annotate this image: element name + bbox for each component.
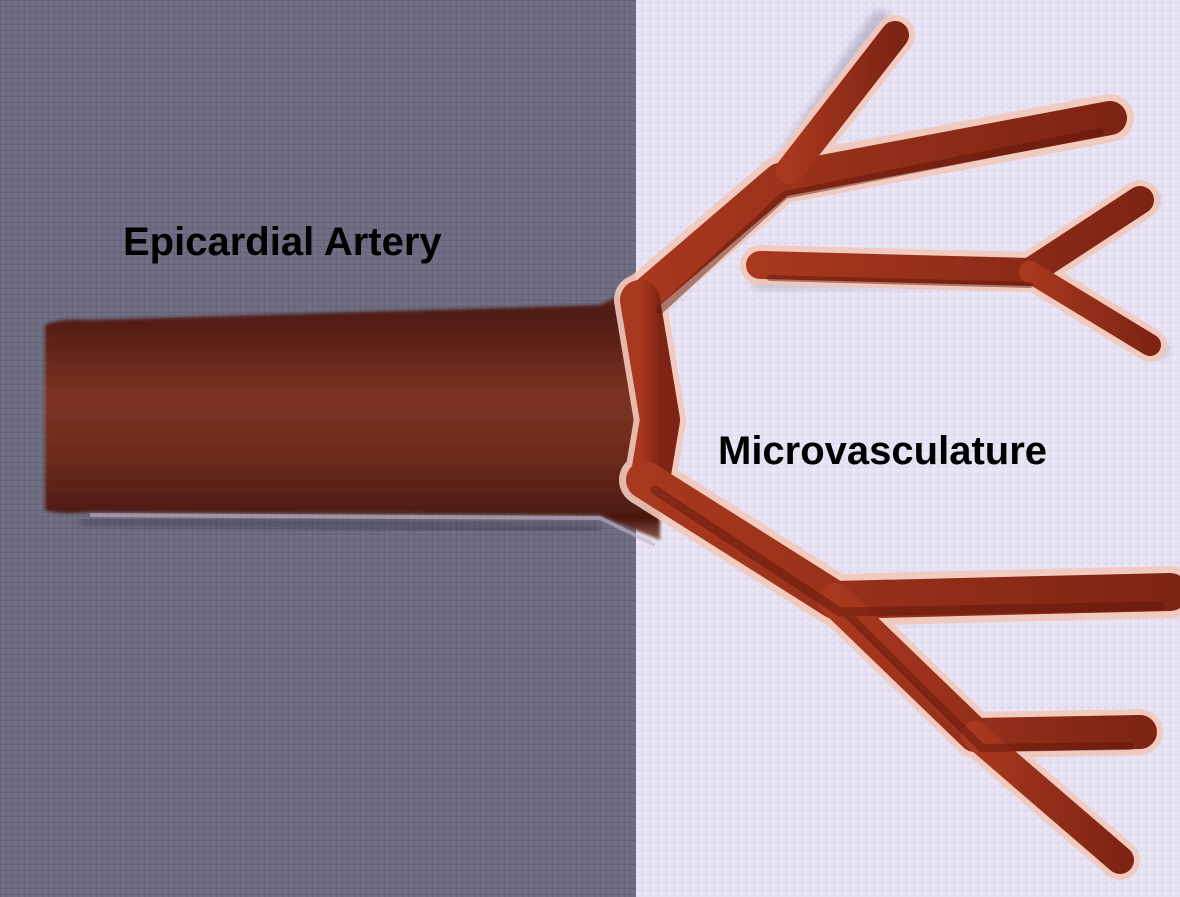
epicardial-artery-vessel	[45, 280, 660, 545]
epicardial-artery-label: Epicardial Artery	[123, 222, 442, 262]
microvasculature-label: Microvasculature	[718, 431, 1047, 471]
